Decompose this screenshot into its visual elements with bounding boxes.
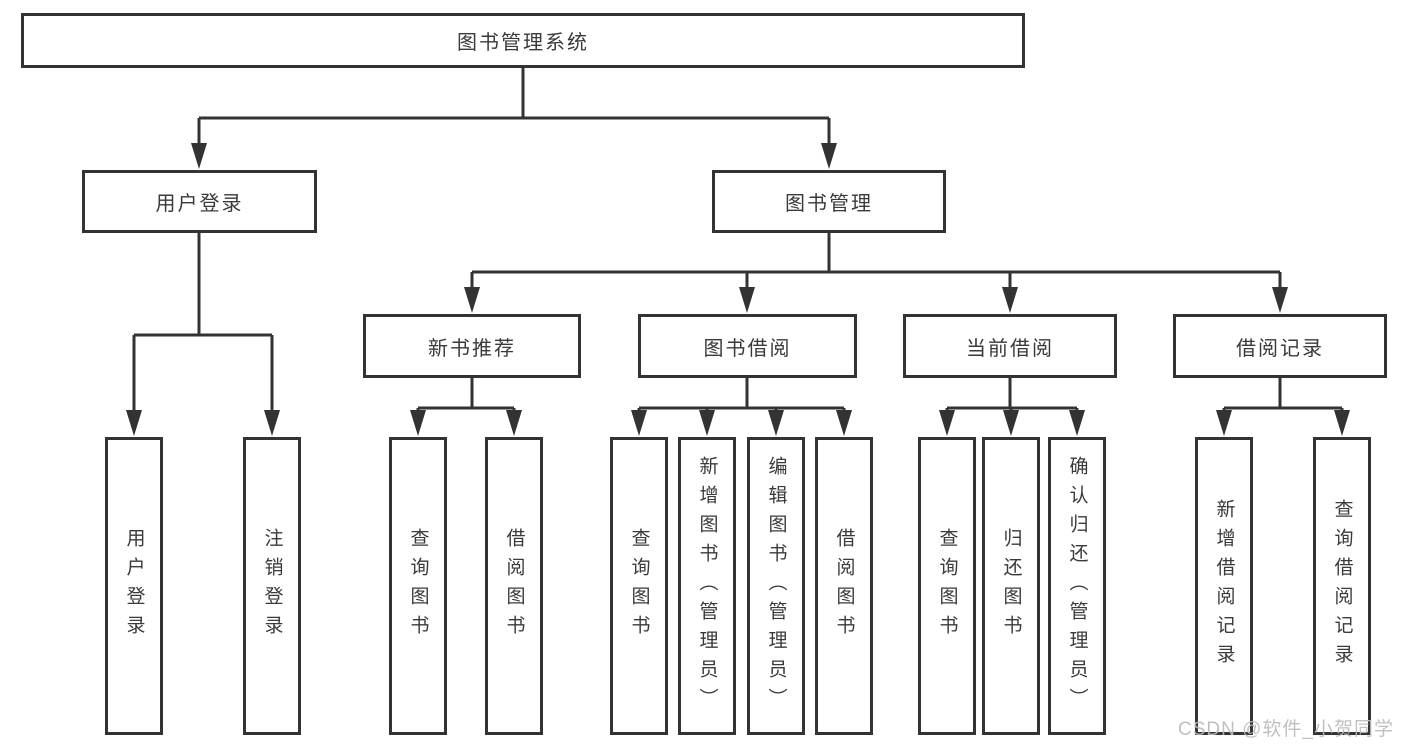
leaf-edit-books-admin: 编辑图书（管理员）: [747, 437, 805, 735]
leaf-add-borrow-record: 新增借阅记录: [1195, 437, 1253, 735]
leaf-logout: 注销登录: [243, 437, 301, 735]
arrowhead-icon: [836, 410, 852, 436]
node-book-borrow: 图书借阅: [638, 314, 857, 378]
node-borrow-records: 借阅记录: [1173, 314, 1387, 378]
arrowhead-icon: [1002, 287, 1018, 313]
arrowhead-icon: [768, 410, 784, 436]
csdn-watermark: CSDN @软件_小贺同学: [1178, 719, 1394, 740]
leaf-user-login-label: 用户登录: [123, 528, 145, 644]
node-user-login: 用户登录: [82, 170, 317, 233]
arrowhead-icon: [1334, 410, 1350, 436]
arrowhead-icon: [506, 410, 522, 436]
leaf-add-borrow-record-label: 新增借阅记录: [1213, 499, 1235, 673]
node-book-management-label: 图书管理: [785, 193, 873, 215]
leaf-confirm-return-admin: 确认归还（管理员）: [1048, 437, 1106, 735]
arrowhead-icon: [939, 410, 955, 436]
arrowhead-icon: [410, 410, 426, 436]
connector-path: [132, 68, 1344, 413]
node-root: 图书管理系统: [21, 13, 1025, 68]
node-new-book-recommend-label: 新书推荐: [428, 337, 516, 360]
node-current-borrow-label: 当前借阅: [966, 337, 1054, 360]
leaf-add-books-admin: 新增图书（管理员）: [678, 437, 736, 735]
leaf-query-books-current: 查询图书: [918, 437, 976, 735]
leaf-confirm-return-admin-label: 确认归还（管理员）: [1066, 455, 1088, 717]
arrowhead-icon: [464, 287, 480, 313]
node-new-book-recommend: 新书推荐: [363, 314, 581, 378]
node-book-borrow-label: 图书借阅: [703, 337, 792, 360]
arrowhead-icon: [191, 143, 207, 169]
arrowhead-icon: [264, 410, 280, 436]
leaf-borrow-books-label: 借阅图书: [833, 528, 855, 644]
node-user-login-label: 用户登录: [155, 193, 244, 215]
leaf-query-books-borrow: 查询图书: [610, 437, 668, 735]
node-book-management: 图书管理: [712, 170, 946, 233]
leaf-user-login: 用户登录: [105, 437, 163, 735]
leaf-edit-books-admin-label: 编辑图书（管理员）: [765, 455, 787, 717]
node-current-borrow: 当前借阅: [903, 314, 1117, 378]
leaf-add-books-admin-label: 新增图书（管理员）: [696, 455, 718, 717]
arrowhead-icon: [821, 143, 837, 169]
arrowhead-icon: [631, 410, 647, 436]
arrowhead-icon: [739, 287, 755, 313]
leaf-query-borrow-record: 查询借阅记录: [1313, 437, 1371, 735]
leaf-query-books-recommend: 查询图书: [389, 437, 447, 735]
arrowhead-icon: [1003, 410, 1019, 436]
leaf-return-books: 归还图书: [982, 437, 1040, 735]
node-borrow-records-label: 借阅记录: [1236, 337, 1324, 360]
arrowhead-icon: [126, 410, 142, 436]
leaf-borrow-books-recommend: 借阅图书: [485, 437, 543, 735]
leaf-query-borrow-record-label: 查询借阅记录: [1331, 499, 1353, 673]
leaf-query-books-recommend-label: 查询图书: [407, 528, 429, 644]
arrowhead-icon: [1069, 410, 1085, 436]
leaf-query-books-current-label: 查询图书: [936, 528, 958, 644]
leaf-borrow-books-recommend-label: 借阅图书: [503, 528, 525, 644]
arrowhead-icon: [1216, 410, 1232, 436]
arrowhead-icon: [699, 410, 715, 436]
leaf-return-books-label: 归还图书: [1000, 528, 1022, 644]
arrowhead-icon: [1272, 287, 1288, 313]
leaf-query-books-borrow-label: 查询图书: [628, 528, 650, 644]
leaf-logout-label: 注销登录: [261, 528, 283, 644]
leaf-borrow-books: 借阅图书: [815, 437, 873, 735]
node-root-label: 图书管理系统: [457, 32, 589, 54]
